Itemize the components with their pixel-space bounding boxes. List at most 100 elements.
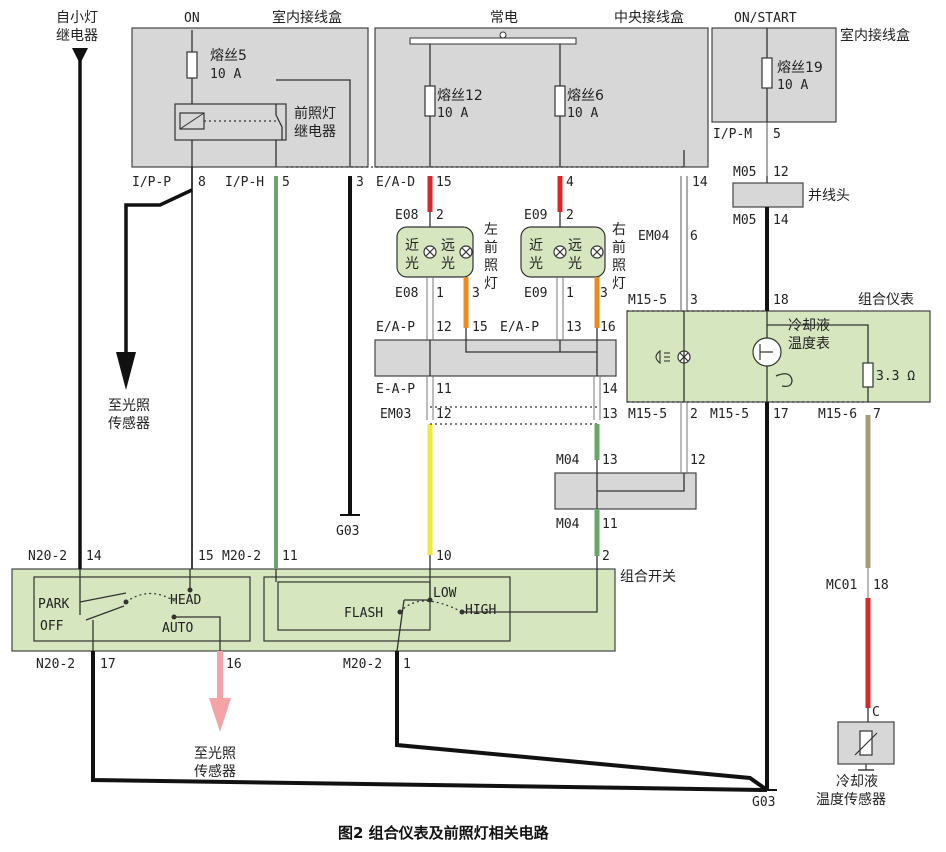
- right-lamp-low-2: 光: [529, 256, 543, 272]
- light-switch-section: [33, 576, 251, 642]
- conn-mc01: MC01: [826, 578, 857, 593]
- to-light-sensor-2b: 传感器: [194, 763, 236, 780]
- conn-ea-p-b: E/A-P: [500, 320, 539, 335]
- conn-ip-m: I/P-M: [713, 127, 752, 142]
- coolant-gauge-label-2: 温度表: [788, 336, 830, 352]
- interior-junction-box-right: [711, 27, 837, 123]
- figure-caption: 图2 组合仪表及前照灯相关电路: [338, 824, 550, 842]
- conn-m04-top: M04: [556, 453, 580, 468]
- conn-e08-bot: E08: [395, 286, 418, 301]
- conn-m15-5-top-pin: 3: [690, 293, 698, 308]
- fuse-6-name: 熔丝6: [567, 88, 604, 104]
- conn-ea-p-b-13: 13: [566, 320, 582, 335]
- switch-auto: AUTO: [162, 621, 193, 636]
- conn-mc01-pin: 18: [873, 578, 889, 593]
- conn-e08-top-pin: 2: [436, 208, 444, 223]
- conn-ea-p-a-15: 15: [472, 320, 488, 335]
- conn-ea-p-c: E-A-P: [376, 382, 415, 397]
- fuse-5-name: 熔丝5: [210, 48, 247, 64]
- conn-ip-p-pin: 8: [198, 175, 206, 190]
- fuse-19-rating: 10 A: [777, 78, 808, 93]
- conn-pin14b: 14: [602, 382, 618, 397]
- conn-m15-5-b-pin: 17: [773, 407, 789, 422]
- conn-em04: EM04: [638, 229, 669, 244]
- conn-ea-p-a: E/A-P: [376, 320, 415, 335]
- always-on-label: 常电: [490, 10, 518, 26]
- to-light-sensor-1a: 至光照: [108, 398, 150, 414]
- left-lamp-low-1: 近: [405, 238, 419, 254]
- cluster-label: 组合仪表: [858, 292, 914, 308]
- right-headlamp-4: 灯: [612, 276, 626, 292]
- conn-em04-pin: 6: [690, 229, 698, 244]
- splice-label: 并线头: [808, 188, 850, 204]
- ground-g03-b: G03: [752, 795, 775, 810]
- conn-n20-2-b: N20-2: [36, 657, 75, 672]
- conn-m15-5-a: M15-5: [628, 407, 667, 422]
- connector-block-ea-p: [374, 339, 617, 377]
- conn-n20-2-a: N20-2: [28, 549, 67, 564]
- fuse-19: [761, 57, 773, 89]
- conn-ea-d: E/A-D: [376, 175, 415, 190]
- conn-e08-pin1: 1: [436, 286, 444, 301]
- coolant-sensor-label-2: 温度传感器: [816, 791, 886, 808]
- coolant-gauge-label-1: 冷却液: [788, 318, 830, 334]
- conn-n20-2-b-pin: 17: [100, 657, 116, 672]
- conn-ea-p-a-12: 12: [436, 320, 452, 335]
- conn-m20-2-a-pin: 11: [282, 549, 298, 564]
- conn-pin14a: 14: [692, 175, 708, 190]
- on-start-label: ON/START: [734, 11, 797, 26]
- resistor-label: 3.3 Ω: [876, 369, 915, 384]
- fuse-12-rating: 10 A: [437, 106, 468, 121]
- left-headlamp-3: 照: [484, 258, 498, 274]
- right-lamp-low-1: 近: [529, 238, 543, 254]
- conn-m05-top: M05: [733, 165, 756, 180]
- right-headlamp-3: 照: [612, 258, 626, 274]
- switch-off: OFF: [40, 619, 64, 634]
- dimmer-inner-frame: [277, 581, 431, 631]
- right-headlamp-1: 右: [612, 222, 626, 238]
- left-headlamp-1: 左: [484, 222, 498, 238]
- conn-m04-bot-pin: 11: [602, 517, 618, 532]
- conn-m15-6-pin: 7: [873, 407, 881, 422]
- conn-pin16: 16: [226, 657, 242, 672]
- fuse-12-name: 熔丝12: [437, 88, 483, 104]
- to-light-sensor-1b: 传感器: [108, 415, 150, 432]
- conn-m15-5-a-pin: 2: [690, 407, 698, 422]
- right-headlamp-2: 前: [612, 239, 626, 256]
- conn-m15-5-b: M15-5: [710, 407, 749, 422]
- central-box-label: 中央接线盒: [614, 9, 684, 26]
- conn-em03-pin: 12: [436, 407, 452, 422]
- conn-ea-p-b-16: 16: [600, 320, 616, 335]
- conn-e09-top: E09: [524, 208, 547, 223]
- switch-low: LOW: [433, 586, 457, 601]
- switch-flash: FLASH: [344, 606, 383, 621]
- splice-block: [732, 182, 804, 208]
- interior-box-right-label: 室内接线盒: [840, 27, 910, 44]
- conn-m05-bot: M05: [733, 213, 756, 228]
- fuse-6: [554, 85, 566, 117]
- conn-e09-bot: E09: [524, 286, 547, 301]
- conn-e09-top-pin: 2: [566, 208, 574, 223]
- coolant-sensor-label-1: 冷却液: [836, 774, 878, 790]
- conn-ip-h: I/P-H: [225, 175, 264, 190]
- fuse-5: [186, 51, 198, 79]
- fuse-12: [424, 85, 436, 117]
- power-on-label: ON: [184, 11, 200, 26]
- conn-m20-2-b: M20-2: [343, 657, 382, 672]
- conn-n20-2-a-pin: 14: [86, 549, 102, 564]
- conn-e08-top: E08: [395, 208, 418, 223]
- conn-ea-p-c-pin: 11: [436, 382, 452, 397]
- conn-m15-5-top: M15-5: [628, 293, 667, 308]
- conn-m05-top-pin: 12: [773, 165, 789, 180]
- conn-m15-6: M15-6: [818, 407, 857, 422]
- conn-pin3: 3: [356, 175, 364, 190]
- conn-em03: EM03: [380, 407, 411, 422]
- fuse-6-rating: 10 A: [567, 106, 598, 121]
- right-lamp-high-2: 光: [568, 256, 582, 272]
- arrow-down-icon-pink: [209, 698, 231, 732]
- left-lamp-low-2: 光: [405, 256, 419, 272]
- conn-m20-2-a: M20-2: [222, 549, 261, 564]
- fuse-5-rating: 10 A: [210, 67, 241, 82]
- conn-ip-h-pin: 5: [282, 175, 290, 190]
